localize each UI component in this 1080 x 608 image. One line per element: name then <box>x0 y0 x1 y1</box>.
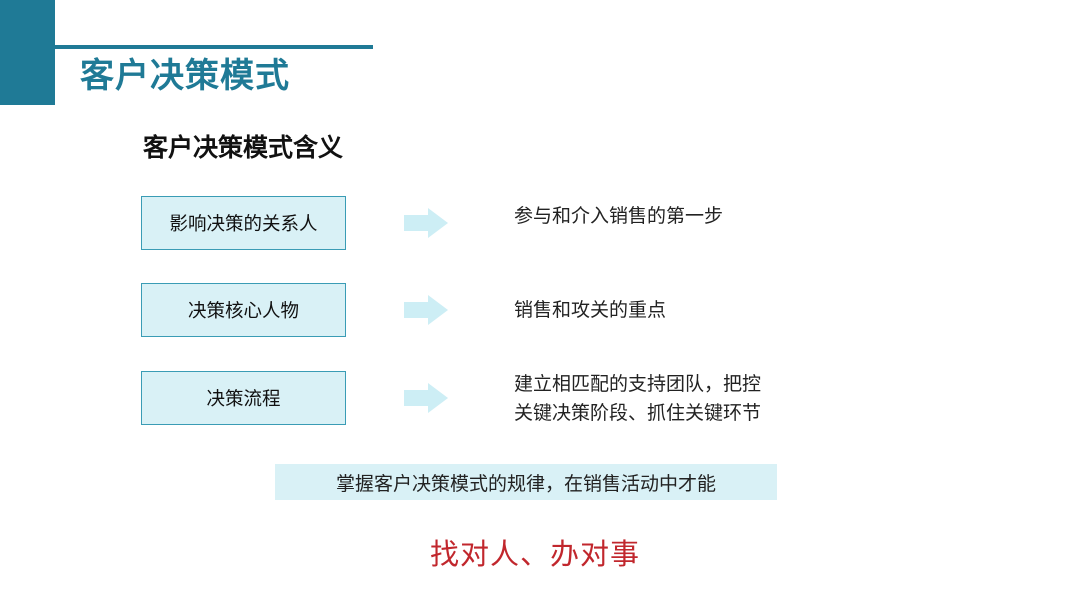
decision-row-1: 影响决策的关系人 参与和介入销售的第一步 <box>0 196 1080 256</box>
row-description-line: 销售和攻关的重点 <box>514 299 667 321</box>
decision-row-3: 决策流程 建立相匹配的支持团队，把控 关键决策阶段、抓住关键环节 <box>0 371 1080 431</box>
corner-accent-block <box>0 0 55 105</box>
summary-bar: 掌握客户决策模式的规律，在销售活动中才能 <box>275 464 777 500</box>
decision-row-2: 决策核心人物 销售和攻关的重点 <box>0 283 1080 343</box>
right-arrow-icon <box>404 208 448 238</box>
term-box: 影响决策的关系人 <box>141 196 346 250</box>
right-arrow-icon <box>404 383 448 413</box>
section-heading: 客户决策模式含义 <box>143 133 344 162</box>
conclusion-text: 找对人、办对事 <box>429 537 640 571</box>
term-box: 决策流程 <box>141 371 346 425</box>
right-arrow-icon <box>404 295 448 325</box>
row-description-line: 关键决策阶段、抓住关键环节 <box>514 402 762 424</box>
row-description-line: 参与和介入销售的第一步 <box>514 205 724 227</box>
title-rule <box>55 45 373 49</box>
row-description: 参与和介入销售的第一步 <box>514 202 723 231</box>
term-box: 决策核心人物 <box>141 283 346 337</box>
row-description: 建立相匹配的支持团队，把控 关键决策阶段、抓住关键环节 <box>514 370 761 428</box>
row-description: 销售和攻关的重点 <box>514 296 666 325</box>
slide-title: 客户决策模式 <box>80 56 290 96</box>
row-description-line: 建立相匹配的支持团队，把控 <box>514 373 762 395</box>
